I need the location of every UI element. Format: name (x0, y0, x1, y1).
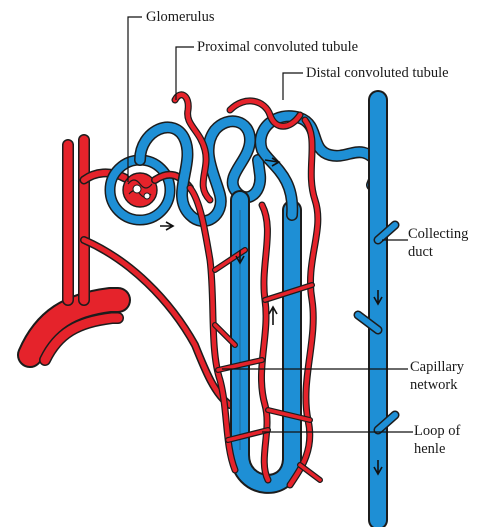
collecting-label-line1: Collecting (408, 226, 468, 242)
pct-label: Proximal convoluted tubule (197, 39, 358, 55)
loop-label-line1: Loop of (414, 423, 460, 439)
collecting-label-line2: duct (408, 244, 433, 260)
capillary-label-line1: Capillary (410, 359, 465, 375)
flow-arrows (160, 158, 382, 474)
dct-leader (283, 73, 303, 100)
dct-label: Distal convoluted tubule (306, 65, 449, 81)
collecting-duct (358, 100, 395, 520)
capillary-label-line2: network (410, 377, 458, 393)
loop-label-line2: henle (414, 441, 445, 457)
up-arrow-icon (269, 307, 277, 325)
distal-tubule (261, 116, 380, 215)
glomerulus-label: Glomerulus (146, 9, 215, 25)
right-arrow-icon (160, 222, 173, 230)
